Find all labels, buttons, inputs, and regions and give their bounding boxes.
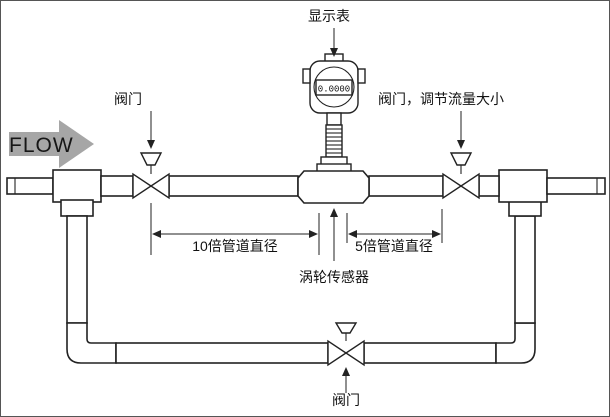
turbine-sensor-label: 涡轮传感器	[299, 269, 369, 285]
piping	[6, 169, 606, 364]
valve-bypass-body-right	[344, 339, 365, 367]
tee-left-collar	[60, 199, 94, 217]
pipe-bypass-right	[363, 342, 497, 364]
turbine-sensor-arrow-icon	[330, 208, 338, 217]
elbow-bottom-right	[495, 322, 536, 364]
valve-upstream-arrow-icon	[147, 140, 155, 149]
dim-arrow-right-icon	[309, 230, 318, 238]
valve-upstream-body-left	[132, 172, 153, 200]
flow-arrow-icon	[9, 120, 94, 168]
transmitter-dial	[313, 66, 355, 108]
valve-upstream-label: 阀门	[114, 91, 142, 107]
pipe-right-vertical	[514, 215, 536, 324]
valve-downstream-body-left	[442, 172, 463, 200]
valve-downstream-body-right	[459, 172, 480, 200]
pipe-left-vertical	[66, 215, 88, 324]
valve-downstream-handle	[449, 152, 473, 166]
flow-direction: FLOW	[9, 120, 94, 168]
dim-upstream-label: 10倍管道直径	[192, 238, 278, 254]
pipe-outlet-stub	[546, 177, 606, 195]
valve-downstream-label: 阀门，调节流量大小	[378, 91, 504, 107]
transmitter-lug-right	[357, 68, 366, 84]
pipe-main-seg3	[368, 175, 444, 197]
pipe-main-seg1	[100, 175, 134, 197]
dim-arrow-right2-icon	[432, 230, 441, 238]
tee-right	[498, 169, 548, 203]
valve-bypass-arrow-icon	[342, 367, 350, 376]
valve-bypass-label: 阀门	[332, 392, 360, 408]
valve-bypass-body-left	[327, 339, 348, 367]
transmitter-conduit	[326, 112, 342, 126]
display-meter-arrow-icon	[330, 48, 338, 57]
transmitter-lug-left	[302, 68, 311, 84]
thread-lines	[326, 128, 342, 154]
pipe-bypass-left	[115, 342, 329, 364]
flow-label: FLOW	[9, 134, 74, 157]
valve-upstream-handle	[139, 152, 163, 166]
valve-upstream-body-right	[149, 172, 170, 200]
dim-downstream-label: 5倍管道直径	[355, 238, 433, 254]
display-window	[315, 79, 353, 96]
valve-upstream	[132, 152, 170, 200]
dimensions: 10倍管道直径 5倍管道直径	[150, 203, 443, 255]
tee-left	[52, 169, 102, 203]
meter-body	[297, 170, 370, 204]
turbine-flowmeter: 0.0000	[297, 53, 370, 204]
pipe-main-seg2	[168, 175, 299, 197]
elbow-bottom-left	[66, 322, 117, 364]
pipe-main-seg4	[478, 175, 500, 197]
valve-bypass	[327, 322, 365, 367]
valve-downstream-arrow-icon	[457, 140, 465, 149]
callouts: 显示表 阀门 阀门，调节流量大小 涡轮传感器 阀门	[114, 8, 504, 408]
dim-arrow-left2-icon	[348, 230, 357, 238]
valve-bypass-handle	[334, 322, 358, 334]
valve-downstream	[442, 152, 480, 200]
display-reading: 0.0000	[318, 85, 350, 95]
dim-arrow-left-icon	[152, 230, 161, 238]
pipe-inlet-stub	[6, 177, 54, 195]
display-meter-label: 显示表	[308, 8, 350, 24]
